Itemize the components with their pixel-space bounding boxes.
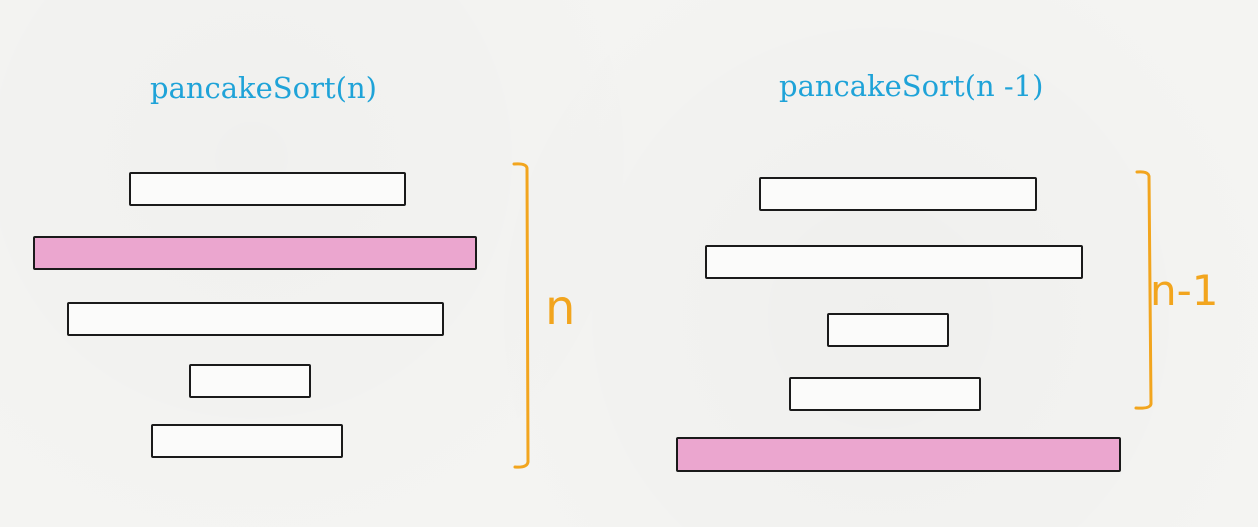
left-pancake-2-largest <box>33 236 477 270</box>
right-pancake-5-largest <box>676 437 1121 472</box>
right-bracket <box>1134 170 1153 410</box>
left-pancake-1 <box>129 172 406 206</box>
right-pancake-1 <box>759 177 1037 211</box>
left-bracket-label: n <box>545 280 576 336</box>
left-pancake-5 <box>151 424 343 458</box>
right-bracket-label: n-1 <box>1150 266 1219 315</box>
left-pancake-4 <box>189 364 311 398</box>
right-pancake-3 <box>827 313 949 347</box>
left-panel-title: pancakeSort(n) <box>150 71 377 105</box>
right-pancake-4 <box>789 377 981 411</box>
left-pancake-3 <box>67 302 444 336</box>
right-pancake-2 <box>705 245 1083 279</box>
left-bracket <box>512 162 530 469</box>
right-panel-title: pancakeSort(n -1) <box>779 69 1044 103</box>
